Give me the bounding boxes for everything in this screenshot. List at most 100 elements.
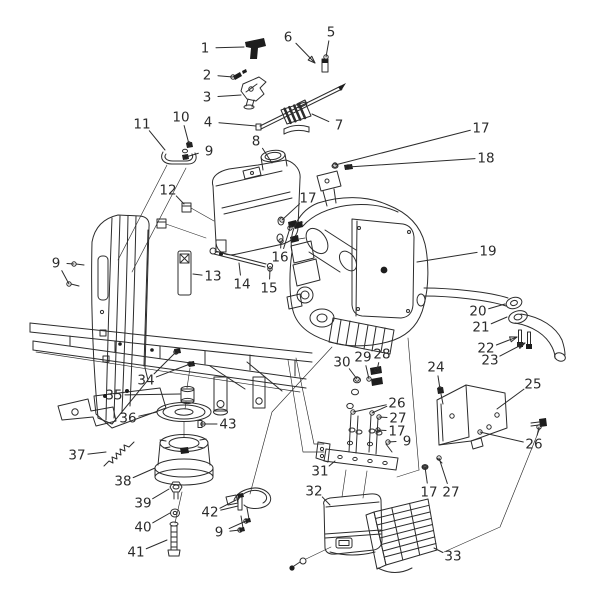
leader-arrowhead [307, 55, 316, 64]
fastener-dot [436, 455, 442, 461]
callout-39: 39 [134, 496, 151, 512]
callout-34: 34 [137, 373, 154, 389]
callout-1: 1 [201, 41, 210, 57]
support-panel [91, 214, 167, 429]
leader-line [377, 429, 387, 432]
leader-line [66, 262, 75, 265]
callout-20: 20 [469, 304, 486, 320]
leader-line [148, 130, 166, 151]
callout-43: 43 [219, 417, 236, 433]
callout-9: 9 [52, 256, 61, 272]
leader-line [175, 195, 185, 205]
fastener-dot [287, 225, 293, 231]
fastener-dot [230, 74, 236, 80]
leader-line [218, 122, 257, 127]
leader-line [536, 426, 540, 436]
leader-line [479, 431, 524, 443]
leader-line [321, 496, 331, 506]
callout-32: 32 [305, 484, 322, 500]
leader-line [192, 273, 203, 276]
leader-line [424, 466, 428, 484]
leader-line [488, 303, 506, 310]
leader-line [352, 404, 387, 413]
leader-line [145, 539, 168, 550]
callout-16: 16 [271, 250, 288, 266]
fastener-dot [422, 464, 428, 470]
leader-line [238, 262, 241, 276]
fastener-dot [183, 154, 189, 160]
leader-line [219, 499, 237, 509]
fastener-dot [267, 266, 273, 272]
callout-9: 9 [205, 144, 214, 160]
fastener-dot [376, 414, 382, 420]
leader-line [153, 351, 177, 375]
exhaust-pipe [423, 287, 566, 362]
leader-line [371, 405, 388, 414]
fastener-dot [323, 54, 329, 60]
leader-line [495, 336, 518, 346]
callout-22: 22 [477, 341, 494, 357]
callout-35: 35 [105, 388, 122, 404]
callout-23: 23 [481, 353, 498, 369]
choke-knob [245, 38, 266, 59]
clutch-assembly [103, 367, 214, 557]
heat-shield [436, 384, 547, 450]
guide-bracket [225, 487, 272, 532]
callout-14: 14 [233, 277, 250, 293]
fastener-dot [369, 410, 375, 416]
callout-15: 15 [260, 281, 277, 297]
leader-line [281, 203, 301, 221]
fastener-dot [375, 427, 381, 433]
cable-fitting [321, 58, 329, 73]
callout-5: 5 [327, 25, 336, 41]
callout-7: 7 [335, 118, 344, 134]
fuel-cap [280, 101, 312, 135]
fuel-tank [211, 149, 301, 256]
callout-19: 19 [479, 244, 496, 260]
callout-10: 10 [172, 110, 189, 126]
callout-41: 41 [127, 545, 144, 561]
callout-26: 26 [525, 437, 542, 453]
callout-17: 17 [472, 121, 489, 137]
leader-arrowhead [517, 342, 526, 349]
leader-line [347, 158, 476, 168]
callout-42: 42 [201, 505, 218, 521]
callout-24: 24 [427, 360, 444, 376]
muffler-guard-grille [289, 498, 438, 573]
throttle-lever-bracket [233, 69, 267, 110]
leader-line [152, 488, 170, 500]
callout-11: 11 [133, 117, 150, 133]
leader-line [376, 362, 380, 371]
leader-line [496, 388, 525, 410]
callout-17: 17 [420, 485, 437, 501]
callout-18: 18 [477, 151, 494, 167]
callout-28: 28 [373, 347, 390, 363]
leader-line [215, 46, 245, 49]
leader-line [220, 505, 239, 511]
fastener-dot [187, 361, 193, 367]
callout-33: 33 [444, 549, 461, 565]
callout-9: 9 [215, 525, 224, 541]
leader-arrowhead [509, 336, 518, 343]
leader-line [499, 342, 526, 357]
leader-line [261, 147, 273, 164]
fastener-dot [437, 386, 443, 392]
fastener-dot [237, 527, 243, 533]
callout-17: 17 [299, 191, 316, 207]
callout-2: 2 [203, 68, 212, 84]
grouping-lines [117, 164, 541, 553]
callout-12: 12 [159, 183, 176, 199]
leader-line [138, 411, 158, 417]
leader-line [416, 251, 478, 263]
leader-line [124, 393, 181, 396]
leader-line [183, 125, 190, 145]
leader-line [490, 316, 508, 325]
leader-line [328, 460, 336, 467]
fastener-dot [385, 439, 391, 445]
fastener-dot [66, 281, 72, 287]
callout-38: 38 [114, 474, 131, 490]
leader-line [311, 113, 330, 123]
leader-line [152, 512, 171, 524]
callout-26: 26 [388, 396, 405, 412]
